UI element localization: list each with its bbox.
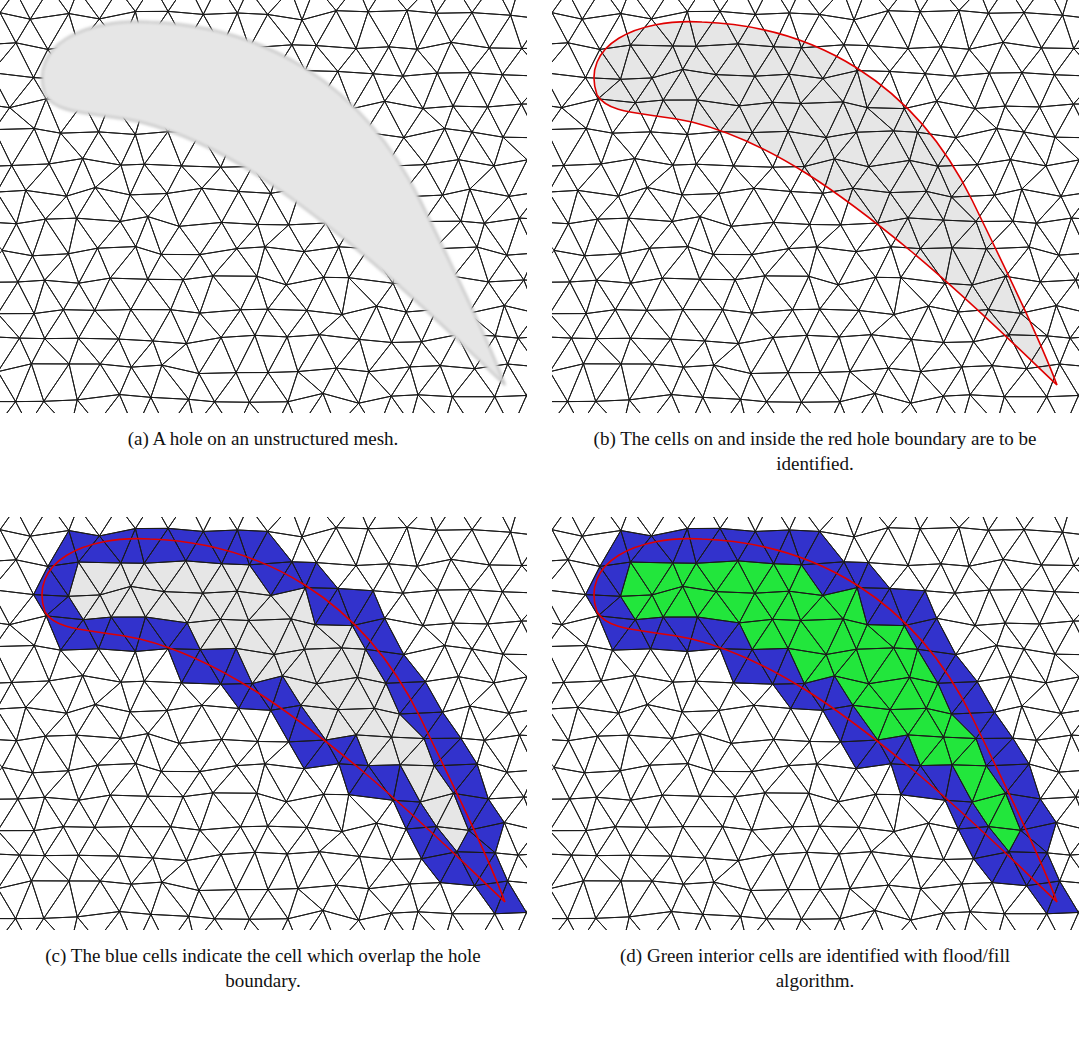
- caption-box: (c) The blue cells indicate the cell whi…: [28, 944, 498, 993]
- mesh-panel: [0, 0, 527, 413]
- caption-box: (a) A hole on an unstructured mesh.: [28, 427, 498, 452]
- panel-caption: (d) Green interior cells are identified …: [620, 945, 1010, 991]
- mesh-panel: [552, 517, 1079, 930]
- hole-boundary: [594, 22, 1057, 385]
- hole-shape: [42, 22, 505, 385]
- mesh-panel: [0, 517, 527, 930]
- hole-boundary: [42, 539, 505, 902]
- panel-caption: (b) The cells on and inside the red hole…: [594, 428, 1037, 474]
- panel-caption: (c) The blue cells indicate the cell whi…: [45, 945, 480, 991]
- hole-boundary: [594, 539, 1057, 902]
- mesh-lines: [0, 517, 527, 930]
- panel-caption: (a) A hole on an unstructured mesh.: [128, 428, 399, 449]
- mesh-lines: [552, 517, 1079, 930]
- caption-box: (b) The cells on and inside the red hole…: [580, 427, 1050, 476]
- mesh-lines: [0, 0, 527, 413]
- mesh-panel: [552, 0, 1079, 413]
- caption-box: (d) Green interior cells are identified …: [580, 944, 1050, 993]
- mesh-lines: [552, 0, 1079, 413]
